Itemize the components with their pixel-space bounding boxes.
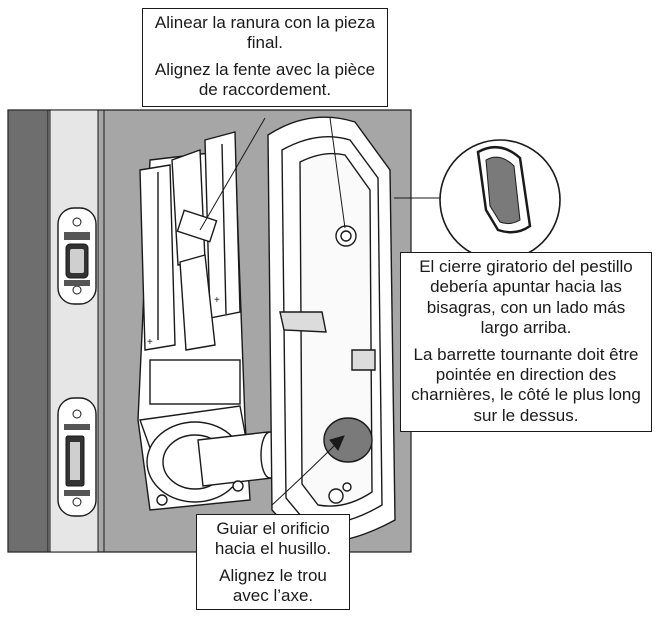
spindle-hole-spanish: Guiar el orificio hacia el husillo. xyxy=(214,519,332,559)
latch-direction-spanish: El cierre giratorio del pestillo debería… xyxy=(419,257,633,338)
svg-text:+: + xyxy=(147,337,153,348)
slot-alignment-spanish: Alinear la ranura con la pieza final. xyxy=(154,13,376,53)
exterior-cover xyxy=(267,116,396,544)
slot-alignment-french: Alignez la fente avec la pièce de raccor… xyxy=(154,59,376,100)
latch-direction-callout: El cierre giratorio del pestillo debería… xyxy=(400,252,652,433)
leader-lines xyxy=(199,117,346,506)
slot-alignment-callout: Alinear la ranura con la pieza final. Al… xyxy=(142,8,388,107)
magnifier-detail xyxy=(394,139,561,261)
spindle-hole-french: Alignez le trou avec l’axe. xyxy=(219,565,327,606)
spindle-hole-callout: Guiar el orificio hacia el husillo. Alig… xyxy=(196,514,350,610)
lower-strike-plate xyxy=(57,397,97,517)
latch-direction-french: La barrette tournante doit être pointée … xyxy=(411,344,641,425)
interior-assembly: + + xyxy=(137,131,280,511)
svg-text:+: + xyxy=(214,295,220,306)
upper-strike-plate xyxy=(57,207,97,305)
